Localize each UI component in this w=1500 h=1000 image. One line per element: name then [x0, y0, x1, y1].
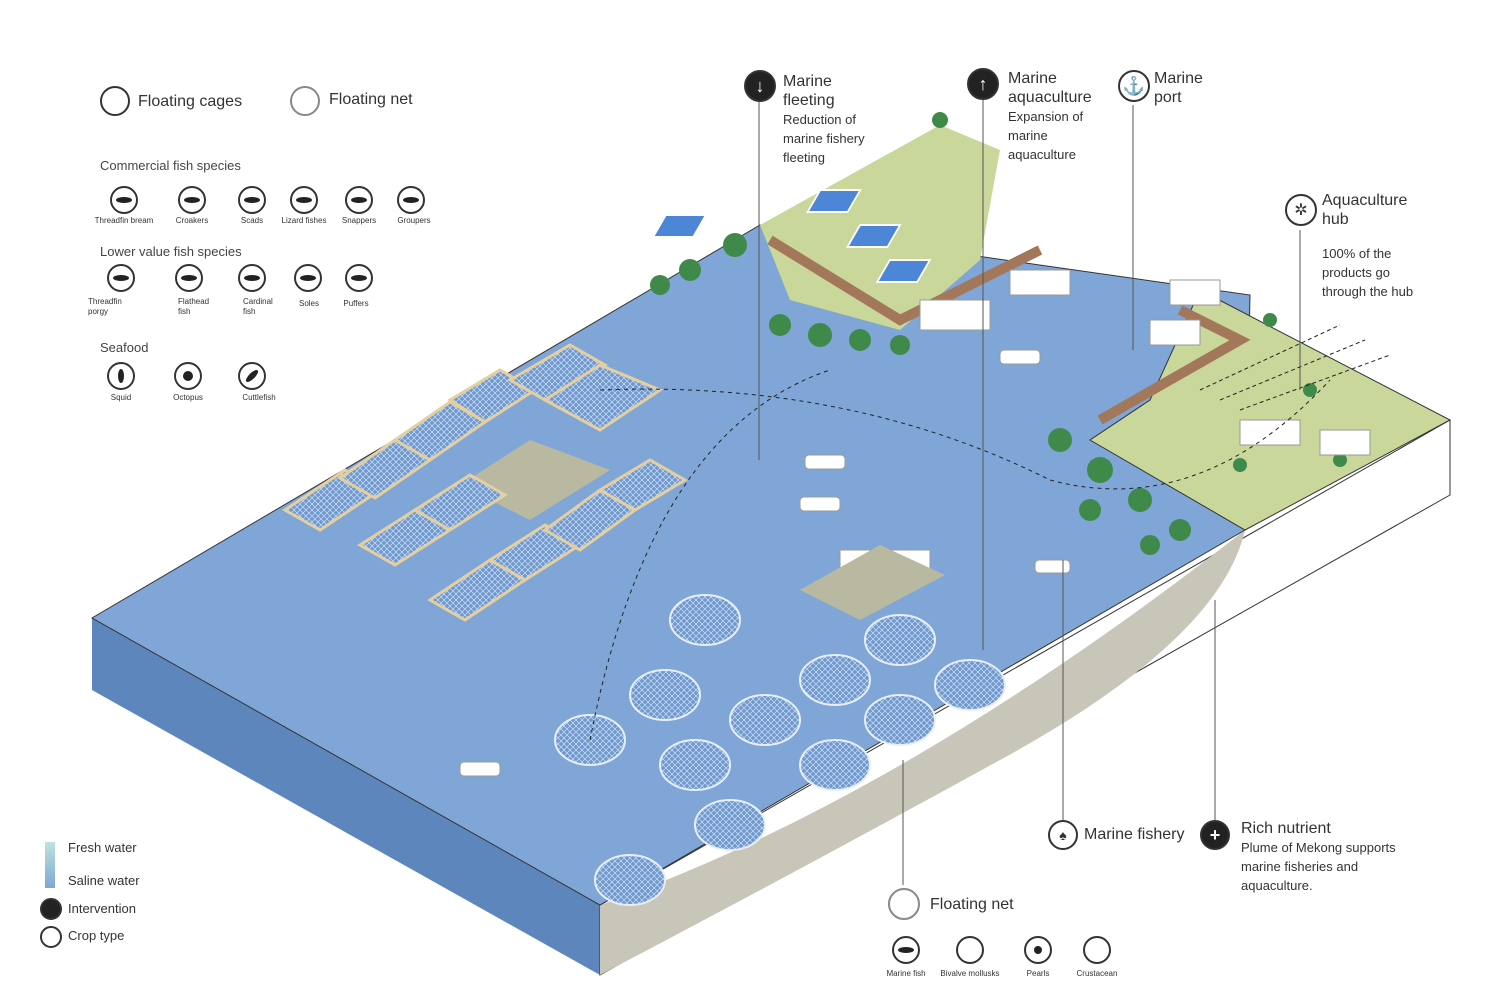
water-surface — [90, 224, 1251, 906]
anchor-icon: ⚓ — [1118, 70, 1150, 102]
rich-nutrient-desc: Plume of Mekong supports marine fisherie… — [1241, 840, 1396, 893]
mangrove-trees — [650, 112, 1347, 555]
species-label: Soles — [298, 299, 319, 308]
species-label: Squid — [110, 393, 132, 402]
salinity-gradient — [45, 842, 55, 888]
callout-leaders — [758, 100, 1301, 885]
floating-net-icon — [290, 86, 320, 116]
fish-icon — [345, 264, 373, 292]
commercial-title: Commercial fish species — [100, 158, 241, 173]
platform — [800, 545, 945, 620]
species-label: Threadfin bream — [94, 216, 154, 225]
species-label: Lizard fishes — [281, 216, 327, 225]
fish-icon — [294, 264, 322, 292]
bivalve-icon — [956, 936, 984, 964]
boats — [459, 349, 1071, 777]
legend-intervention: Intervention — [68, 901, 136, 916]
fish-icon — [290, 186, 318, 214]
plus-icon: + — [1200, 820, 1230, 850]
species-label: Flathead fish — [178, 297, 210, 316]
species-label: Snappers — [341, 216, 377, 225]
marine-fleeting-title: Marine fleeting — [783, 73, 835, 109]
marine-fleeting-desc: Reduction of marine fishery fleeting — [783, 112, 865, 165]
legend-crop-type: Crop type — [68, 928, 125, 943]
squid-icon — [107, 362, 135, 390]
species-label: Croakers — [175, 216, 209, 225]
marine-fishery-title: Marine fishery — [1084, 826, 1185, 843]
species-label: Cardinal fish — [243, 297, 273, 316]
floating-net-icon — [888, 888, 920, 920]
hub-icon: ✲ — [1285, 194, 1317, 226]
species-label: Scads — [240, 216, 264, 225]
aquaculture-hub-desc: 100% of the products go through the hub — [1322, 246, 1414, 299]
fish-icon — [178, 186, 206, 214]
lower-value-title: Lower value fish species — [100, 244, 242, 259]
cuttlefish-icon — [238, 362, 266, 390]
marine-fish-icon — [892, 936, 920, 964]
legend-saline-water: Saline water — [68, 873, 140, 888]
marine-aquaculture-title: Marine aquaculture — [1008, 70, 1092, 106]
fish-icon — [238, 186, 266, 214]
fish-icon — [107, 264, 135, 292]
legend-floating-cages: Floating cages — [138, 93, 243, 110]
floating-cages-icon — [100, 86, 130, 116]
legend-fresh-water: Fresh water — [68, 840, 137, 855]
marine-aquaculture-desc: Expansion of marine aquaculture — [1008, 109, 1084, 162]
crustacean-icon — [1083, 936, 1111, 964]
seafood-title: Seafood — [100, 340, 149, 355]
fish-icon — [397, 186, 425, 214]
species-label: Octopus — [173, 393, 203, 402]
rich-nutrient-title: Rich nutrient — [1241, 820, 1331, 837]
fish-icon — [345, 186, 373, 214]
arrow-up-icon: ↑ — [967, 68, 999, 100]
aquaculture-hub-title: Aquaculture hub — [1322, 192, 1408, 228]
intervention-dot-icon — [40, 898, 62, 920]
pearl-icon — [1024, 936, 1052, 964]
floating-cages — [282, 343, 688, 622]
hub-export-arrows — [1199, 324, 1391, 411]
product-label: Crustacean — [1076, 969, 1118, 978]
marine-port-title: Marine port — [1154, 70, 1203, 106]
fishing-routes — [589, 369, 1331, 741]
seabed-sand — [600, 530, 1245, 975]
floating-net-title: Floating net — [930, 896, 1014, 913]
crop-type-circle-icon — [40, 926, 62, 948]
legend-floating-net: Floating net — [329, 91, 413, 108]
octopus-icon — [174, 362, 202, 390]
species-label: Cuttlefish — [242, 393, 276, 402]
species-label: Threadfin porgy — [88, 297, 122, 316]
product-label: Bivalve mollusks — [940, 969, 1000, 978]
species-label: Puffers — [343, 299, 369, 308]
product-label: Pearls — [1026, 969, 1050, 978]
floating-nets — [554, 594, 1006, 906]
aquaculture-ponds — [651, 189, 932, 283]
fish-icon — [175, 264, 203, 292]
slab-front-face — [92, 618, 600, 975]
fish-icon — [238, 264, 266, 292]
species-label: Groupers — [397, 216, 431, 225]
arrow-down-icon: ↓ — [744, 70, 776, 102]
fish-icon — [110, 186, 138, 214]
product-label: Marine fish — [886, 969, 926, 978]
fishery-icon: ♠ — [1048, 820, 1078, 850]
